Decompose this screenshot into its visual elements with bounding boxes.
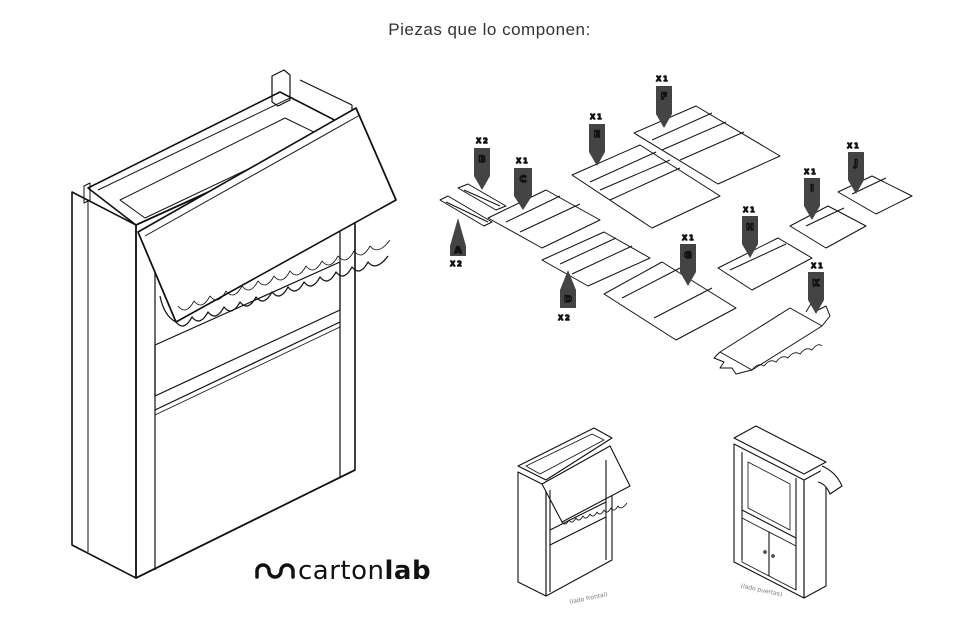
cartonlab-logo: cartonlab	[254, 556, 431, 586]
logo-text: cartonlab	[298, 556, 431, 586]
logo-wave-icon	[255, 563, 295, 579]
page-title: Piezas que lo componen:	[388, 20, 591, 39]
logo-text-lab: lab	[384, 556, 432, 586]
piece-qty: X 1	[656, 75, 667, 83]
piece-qty: X 1	[804, 168, 815, 176]
piece-qty: X 1	[590, 113, 601, 121]
piece-letter: K	[813, 279, 821, 289]
piece-tag-I: I X 1	[803, 167, 820, 220]
front-view-caption: (lado frontal)	[569, 591, 609, 606]
piece-qty: X 1	[811, 262, 822, 270]
piece-letter: F	[661, 92, 667, 102]
piece-qty: X 1	[743, 206, 754, 214]
piece-letter: J	[853, 159, 857, 169]
piece-tag-H: H X 1	[742, 205, 758, 258]
piece-qty: X 1	[682, 234, 693, 242]
piece-tag-J: J X 1	[846, 141, 864, 194]
piece-tag-C: C X 1	[514, 156, 532, 210]
piece-letter: G	[684, 251, 691, 261]
logo-text-carton: carton	[298, 556, 385, 586]
piece-qty: X 2	[476, 137, 487, 145]
piece-tags: A X 2 B X 2 C X 1 D X 2 E X 1 F X 1	[449, 74, 864, 323]
piece-letter: H	[746, 223, 754, 233]
piece-tag-K: K X 1	[808, 261, 824, 314]
piece-letter: E	[594, 130, 600, 140]
piece-tag-D: D X 2	[557, 270, 576, 323]
piece-letter: B	[479, 155, 486, 165]
piece-tag-E: E X 1	[589, 112, 605, 166]
piece-qty: X 1	[516, 157, 527, 165]
piece-letter: A	[455, 246, 462, 256]
piece-letter: D	[564, 295, 571, 305]
piece-qty: X 2	[558, 314, 569, 322]
main-kiosk-drawing	[71, 69, 397, 579]
piece-tag-B: B X 2	[474, 136, 490, 190]
piece-letter: I	[810, 184, 813, 194]
piece-tag-A: A X 2	[449, 218, 466, 269]
front-view-drawing: (lado frontal)	[517, 427, 631, 606]
piece-tag-F: F X 1	[655, 74, 672, 128]
piece-letter: C	[520, 175, 527, 185]
piece-qty: X 1	[847, 142, 858, 150]
back-view-caption: (lado puertas)	[740, 583, 783, 599]
back-view-drawing: (lado puertas)	[733, 425, 843, 599]
piece-tag-G: G X 1	[680, 233, 696, 286]
piece-qty: X 2	[450, 260, 461, 268]
pieces-drawing	[439, 105, 913, 375]
